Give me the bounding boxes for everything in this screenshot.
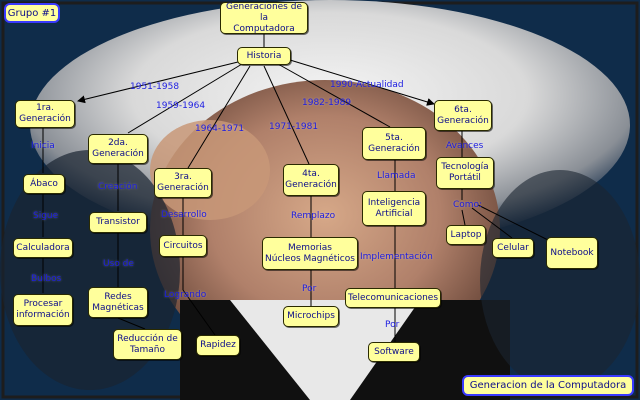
link-label-llamada: Llamada xyxy=(377,171,416,181)
laptop-node[interactable]: Laptop xyxy=(446,225,486,245)
abaco-node[interactable]: Ábaco xyxy=(23,174,65,194)
redes-node[interactable]: Redes Magnéticas xyxy=(88,287,148,318)
year-label-1971: 1971-1981 xyxy=(269,122,319,132)
telecom-node[interactable]: Telecomunicaciones xyxy=(345,288,441,308)
gen4-node[interactable]: 4ta. Generación xyxy=(283,164,339,196)
historia-node[interactable]: Historia xyxy=(237,47,291,65)
rapidez-node[interactable]: Rapidez xyxy=(196,335,240,356)
link-label-como: Como: xyxy=(453,200,483,210)
gen6-node[interactable]: 6ta. Generación xyxy=(434,100,492,131)
link-label-creacion: Creación xyxy=(98,182,138,192)
footer-title-badge: Generacion de la Computadora xyxy=(462,375,634,396)
year-label-1982: 1982-1989 xyxy=(302,98,352,108)
reduccion-node[interactable]: Reducción de Tamaño xyxy=(113,329,182,360)
link-label-por-2: Por xyxy=(385,320,400,330)
gen5-node[interactable]: 5ta. Generación xyxy=(362,127,426,160)
link-label-bulbos: Bulbos xyxy=(31,274,62,284)
gen1-node[interactable]: 1ra. Generación xyxy=(15,100,75,128)
tecnologia-node[interactable]: Tecnología Portátil xyxy=(436,157,494,189)
link-label-implementacion: Implementación xyxy=(360,252,433,262)
link-label-por-1: Por xyxy=(302,284,317,294)
root-node[interactable]: Generaciones de la Computadora xyxy=(220,2,308,34)
link-label-remplazo: Remplazo xyxy=(291,211,336,221)
year-label-1964: 1964-1971 xyxy=(195,124,245,134)
link-label-logrando: Logrando xyxy=(164,290,207,300)
celular-node[interactable]: Celular xyxy=(492,238,534,258)
circuitos-node[interactable]: Circuitos xyxy=(159,235,207,257)
year-label-1959: 1959-1964 xyxy=(156,101,206,111)
year-label-1990: 1990-Actualidad xyxy=(330,80,404,90)
link-label-desarrollo: Desarrollo xyxy=(161,210,207,220)
transistor-node[interactable]: Transistor xyxy=(89,212,147,233)
gen3-node[interactable]: 3ra. Generación xyxy=(154,168,212,198)
year-label-1951: 1951-1958 xyxy=(130,82,180,92)
procesar-node[interactable]: Procesar información xyxy=(13,294,73,326)
link-label-avances: Avances xyxy=(446,141,484,151)
link-label-sigue: Sigue xyxy=(33,211,59,221)
ia-node[interactable]: Inteligencia Artificial xyxy=(362,191,426,226)
software-node[interactable]: Software xyxy=(368,342,420,362)
memorias-node[interactable]: Memorias Núcleos Magnéticos xyxy=(262,237,358,270)
group-badge: Grupo #1 xyxy=(4,3,60,23)
notebook-node[interactable]: Notebook xyxy=(546,237,598,269)
microchips-node[interactable]: Microchips xyxy=(283,306,339,327)
calculadora-node[interactable]: Calculadora xyxy=(13,238,73,258)
gen2-node[interactable]: 2da. Generación xyxy=(88,134,148,164)
link-label-inicia: Inicia xyxy=(31,141,55,151)
link-label-usode: Uso de xyxy=(103,259,134,269)
